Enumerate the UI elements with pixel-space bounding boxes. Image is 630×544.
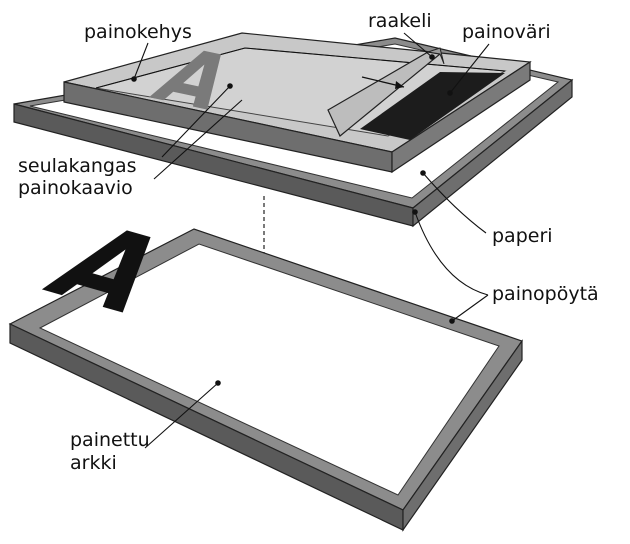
- label-printed-line1: painettu: [70, 429, 150, 451]
- lower-table-side: [402, 339, 523, 532]
- frame-side: [391, 60, 531, 174]
- lower-print-table: A: [8, 205, 523, 532]
- label-printed-line2: arkki: [70, 452, 117, 474]
- label-stencil: painokaavio: [18, 177, 133, 199]
- upper-table-side: [412, 78, 573, 228]
- squeegee-handle: [427, 47, 445, 65]
- label-paper: paperi: [492, 225, 553, 247]
- ink-pool: [360, 72, 505, 140]
- leader-lines: [131, 32, 490, 449]
- label-table: painopöytä: [492, 283, 599, 305]
- label-squeegee: raakeli: [368, 10, 432, 32]
- motion-arrowhead: [395, 81, 404, 89]
- label-ink: painoväri: [462, 21, 551, 43]
- printing-frame: A: [63, 32, 532, 174]
- label-frame: painokehys: [84, 21, 192, 43]
- label-mesh: seulakangas: [18, 155, 137, 177]
- printed-sheet: [38, 243, 500, 496]
